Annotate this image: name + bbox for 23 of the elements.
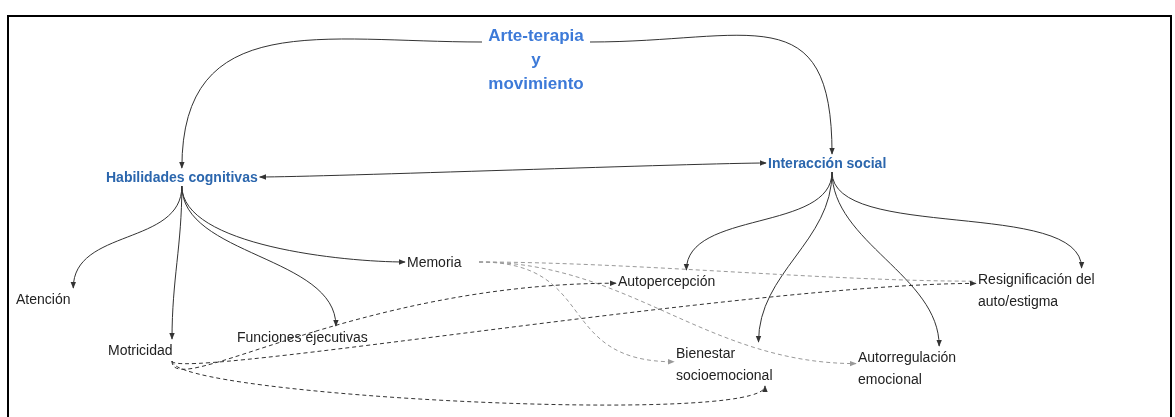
node-label: Resignificación del auto/estigma [976,268,1136,312]
dashed-arrow [171,360,766,406]
dashed-arrow [478,261,857,367]
node-label: Interacción social [766,154,889,172]
node-label: Autorregulación emocional [856,346,988,390]
arrow [179,38,483,169]
arrow [685,171,833,271]
node-label: Memoria [405,251,479,273]
dashed-arrow [171,280,977,365]
arrow [169,185,183,340]
dashed-arrow [171,280,617,370]
arrow [259,160,767,180]
node-label: Funciones ejecutivas [235,326,409,348]
arrow [831,171,1083,269]
node-label: Atención [14,288,90,310]
node-label: Autopercepción [616,270,744,292]
node-label: Motricidad [106,339,194,361]
arrow [181,185,406,265]
arrow [756,171,833,343]
node-label: Bienestar socioemocional [674,342,804,386]
node-label: Habilidades cognitivas [104,168,260,186]
arrow [589,35,835,155]
node-label: Arte-terapia y movimiento [482,24,590,96]
